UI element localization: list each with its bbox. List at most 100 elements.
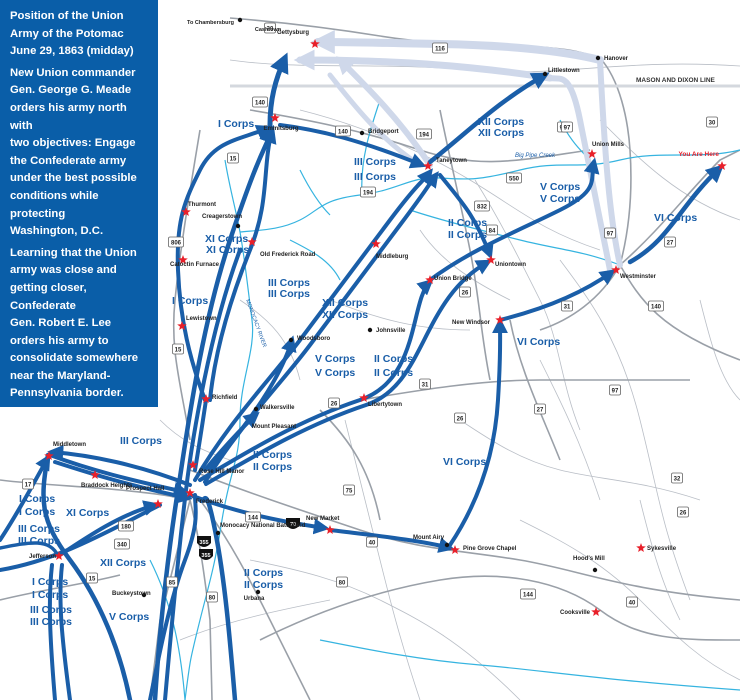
route-number: 40 [629,600,636,606]
route-number: 15 [89,576,96,582]
future-movement-arrows [293,30,623,273]
route-number: 40 [369,540,376,546]
town-star [425,275,435,284]
town-dot [288,337,294,343]
town-label: Old Frederick Road [260,252,316,258]
town-dot [359,130,365,136]
corps-label: V Corps [315,367,355,379]
town-label: Hanover [604,56,629,62]
route-number: 27 [537,407,544,413]
town-star [611,265,621,274]
corps-label: III Corps [354,156,396,168]
route-number: 84 [489,228,496,234]
corps-label: III Corps [18,523,60,535]
route-number: 27 [667,240,674,246]
corps-label: I Corps [32,576,68,588]
corps-label: II Corps [253,461,292,473]
town-star [636,543,646,552]
route-number: 26 [457,416,464,422]
corps-label: I Corps [19,493,55,505]
town-star [178,255,188,264]
corps-label: XI Corps [205,233,248,245]
town-label: Thurmont [188,202,216,208]
route-shield [166,576,178,588]
route-number: 140 [338,129,349,135]
route-number: 140 [651,304,662,310]
panel-title-line: Position of the Union [10,10,124,22]
town-star [450,545,460,554]
panel-title-line: Army of the Potomac [10,27,124,40]
panel-line: near the Maryland- [10,369,111,382]
corps-label: XI Corps [206,244,249,256]
route-number: 194 [419,132,430,138]
route-number: 97 [564,125,571,131]
route-shield [252,96,268,108]
corps-label: I Corps [172,295,208,307]
town-dot [141,592,147,598]
town-star [310,39,320,48]
corps-arrows [0,52,724,700]
corps-label: II Corps [374,353,413,365]
town-label: Richfield [212,395,238,401]
corps-label: III Corps [268,277,310,289]
town-label: New Windsor [452,320,491,326]
corps-label: II Corps [448,229,487,241]
panel-line: two objectives: Engage [10,137,136,150]
route-number: 32 [674,476,681,482]
route-shield [118,520,134,532]
corps-label: VI Corps [443,456,486,468]
town-label: Creagerstown [202,214,242,220]
mason-dixon-label: MASON AND DIXON LINE [636,77,716,84]
corps-label: VI Corps [517,336,560,348]
town-star [495,315,505,324]
route-shield [454,412,466,424]
route-shield [506,172,522,184]
route-shield [335,125,351,137]
town-label: Uniontown [495,262,526,268]
town-label: Walkersville [260,405,295,411]
town-star [717,161,727,170]
town-label: Braddock Heights [81,483,133,489]
route-shield [534,403,546,415]
town-dot [444,542,450,548]
route-shield [336,576,348,588]
town-star [181,207,191,216]
town-star [54,551,64,560]
route-shield [648,300,664,312]
route-shield [416,128,432,140]
route-number: 26 [680,510,687,516]
corps-label: II Corps [253,449,292,461]
corps-label: I Corps [32,589,68,601]
corps-label: XII Corps [100,557,146,569]
corps-label: V Corps [540,181,580,193]
town-label: Urbana [244,596,265,602]
route-number: 70 [290,522,296,528]
town-dot [235,223,241,229]
route-shield [168,236,184,248]
town-dot [255,589,261,595]
route-number: 116 [435,46,445,52]
route-shield [626,596,638,608]
route-shield [172,343,184,355]
towns: To ChambersburgCashtownGettysburgHanover… [29,17,727,616]
town-label: Mount Pleasant [252,424,296,430]
panel-line: under the best possible [10,172,137,185]
river-label-big-pipe-creek: Big Pipe Creek [515,153,556,159]
corps-label: XI Corps [66,507,109,519]
panel-line: the Confederate army [10,154,127,167]
panel-title: Position of the Union Army of the Potoma… [10,8,152,61]
panel-title-line: June 29, 1863 (midday) [10,45,134,58]
route-shield [227,152,239,164]
town-dot [253,406,259,412]
town-label: Cooksville [560,610,591,616]
corps-label: III Corps [30,616,72,628]
panel-line: army was close and [10,264,117,277]
route-number: 355 [201,553,210,559]
corps-label: III Corps [18,535,60,547]
town-star [247,237,257,246]
corps-label: III Corps [354,171,396,183]
panel-line: Washington, D.C. [10,225,104,238]
route-shield [86,572,98,584]
town-dot [542,71,548,77]
route-shield [360,186,376,198]
